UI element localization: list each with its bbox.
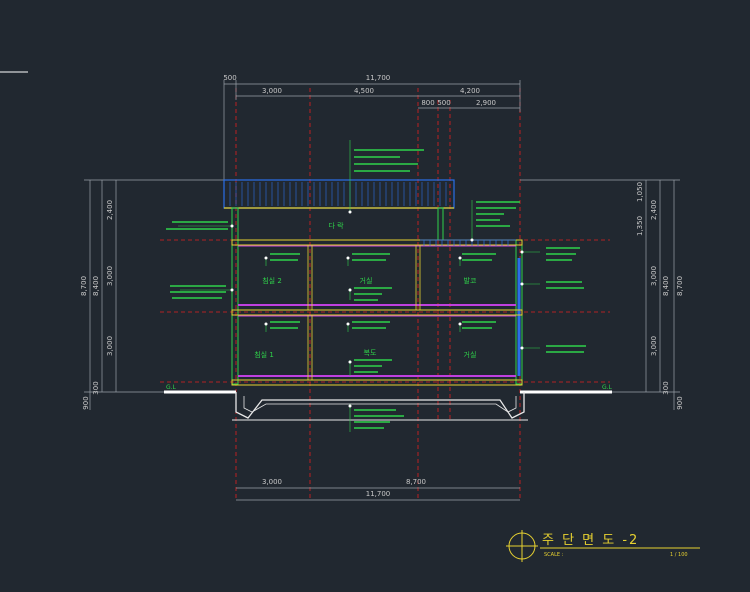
dim-left-8400: 8,400: [92, 276, 100, 296]
attic-floor-slab: [231, 239, 523, 246]
scale-value: 1 / 100: [670, 552, 688, 558]
drawing-title: 주 단 면 도 -2: [542, 533, 639, 548]
dimension-lines: [84, 80, 680, 501]
room-living-lower: 거실: [464, 350, 477, 359]
level-markers: G.L G.L: [166, 384, 613, 391]
dim-top-3000: 3,000: [262, 87, 282, 95]
room-bedroom1: 침실 1: [254, 350, 274, 359]
partition: [307, 244, 313, 311]
roof: [223, 179, 455, 209]
dim-bottom-8700: 8,700: [406, 478, 426, 486]
dim-right-2400: 2,400: [650, 200, 658, 220]
dim-top-500b: 500: [437, 99, 450, 107]
dim-top-4200: 4,200: [460, 87, 480, 95]
dim-left-8700: 8,700: [80, 276, 88, 296]
dim-top-800: 800: [421, 99, 434, 107]
room-balcony: 발코: [464, 276, 477, 285]
annotation-dots: [230, 210, 524, 408]
dim-right-3000a: 3,000: [650, 266, 658, 286]
dimension-text: 500 11,700 3,000 4,500 4,200 800 500 2,9…: [223, 74, 496, 498]
room-labels: 다 락 침실 2 거실 발코 침실 1 복도 거실: [254, 221, 477, 359]
level-left: G.L: [166, 384, 177, 391]
second-floor-slab: [231, 309, 523, 316]
dim-right-8700: 8,700: [676, 276, 684, 296]
dim-left-3000b: 3,000: [106, 336, 114, 356]
vertical-dimension-text: 2,400 3,000 8,400 8,700 3,000 300 900 1,…: [80, 182, 684, 410]
dim-right-8400: 8,400: [662, 276, 670, 296]
room-attic: 다 락: [328, 221, 344, 230]
partition: [307, 314, 313, 381]
annotation-leaders: [178, 140, 540, 432]
dim-left-2400: 2,400: [106, 200, 114, 220]
dim-top-4500: 4,500: [354, 87, 374, 95]
dim-bottom-3000: 3,000: [262, 478, 282, 486]
dim-right-300: 300: [662, 381, 670, 394]
scale-label: SCALE :: [544, 552, 564, 558]
dim-right-3000b: 3,000: [650, 336, 658, 356]
spec-notes: [166, 149, 586, 429]
dim-left-3000a: 3,000: [106, 266, 114, 286]
left-wall: [231, 207, 239, 385]
dim-right-1050: 1,050: [636, 182, 644, 202]
foundation: [164, 390, 612, 421]
dim-bottom-total: 11,700: [366, 490, 391, 498]
room-hall: 복도: [364, 349, 377, 357]
room-living-upper: 거실: [360, 276, 373, 285]
level-right: G.L: [602, 384, 613, 391]
dim-right-1350: 1,350: [636, 216, 644, 236]
roof-outline: [223, 179, 455, 209]
roof-hatch: [229, 182, 447, 206]
attic-wall: [437, 207, 444, 241]
balcony-rail: [420, 239, 516, 246]
ground-floor-slab: [231, 379, 523, 386]
room-bedroom2: 침실 2: [262, 276, 282, 285]
structure: [231, 207, 523, 386]
title-block: 주 단 면 도 -2 SCALE : 1 / 100: [506, 530, 700, 562]
dim-top-500: 500: [223, 74, 236, 82]
partition: [415, 244, 421, 311]
dim-top-total: 11,700: [366, 74, 391, 82]
foundation-inner: [243, 396, 517, 413]
dim-left-300: 300: [92, 381, 100, 394]
foundation-outline: [235, 392, 525, 419]
dim-left-900: 900: [82, 396, 90, 409]
dim-right-900: 900: [676, 396, 684, 409]
dim-top-2900: 2,900: [476, 99, 496, 107]
